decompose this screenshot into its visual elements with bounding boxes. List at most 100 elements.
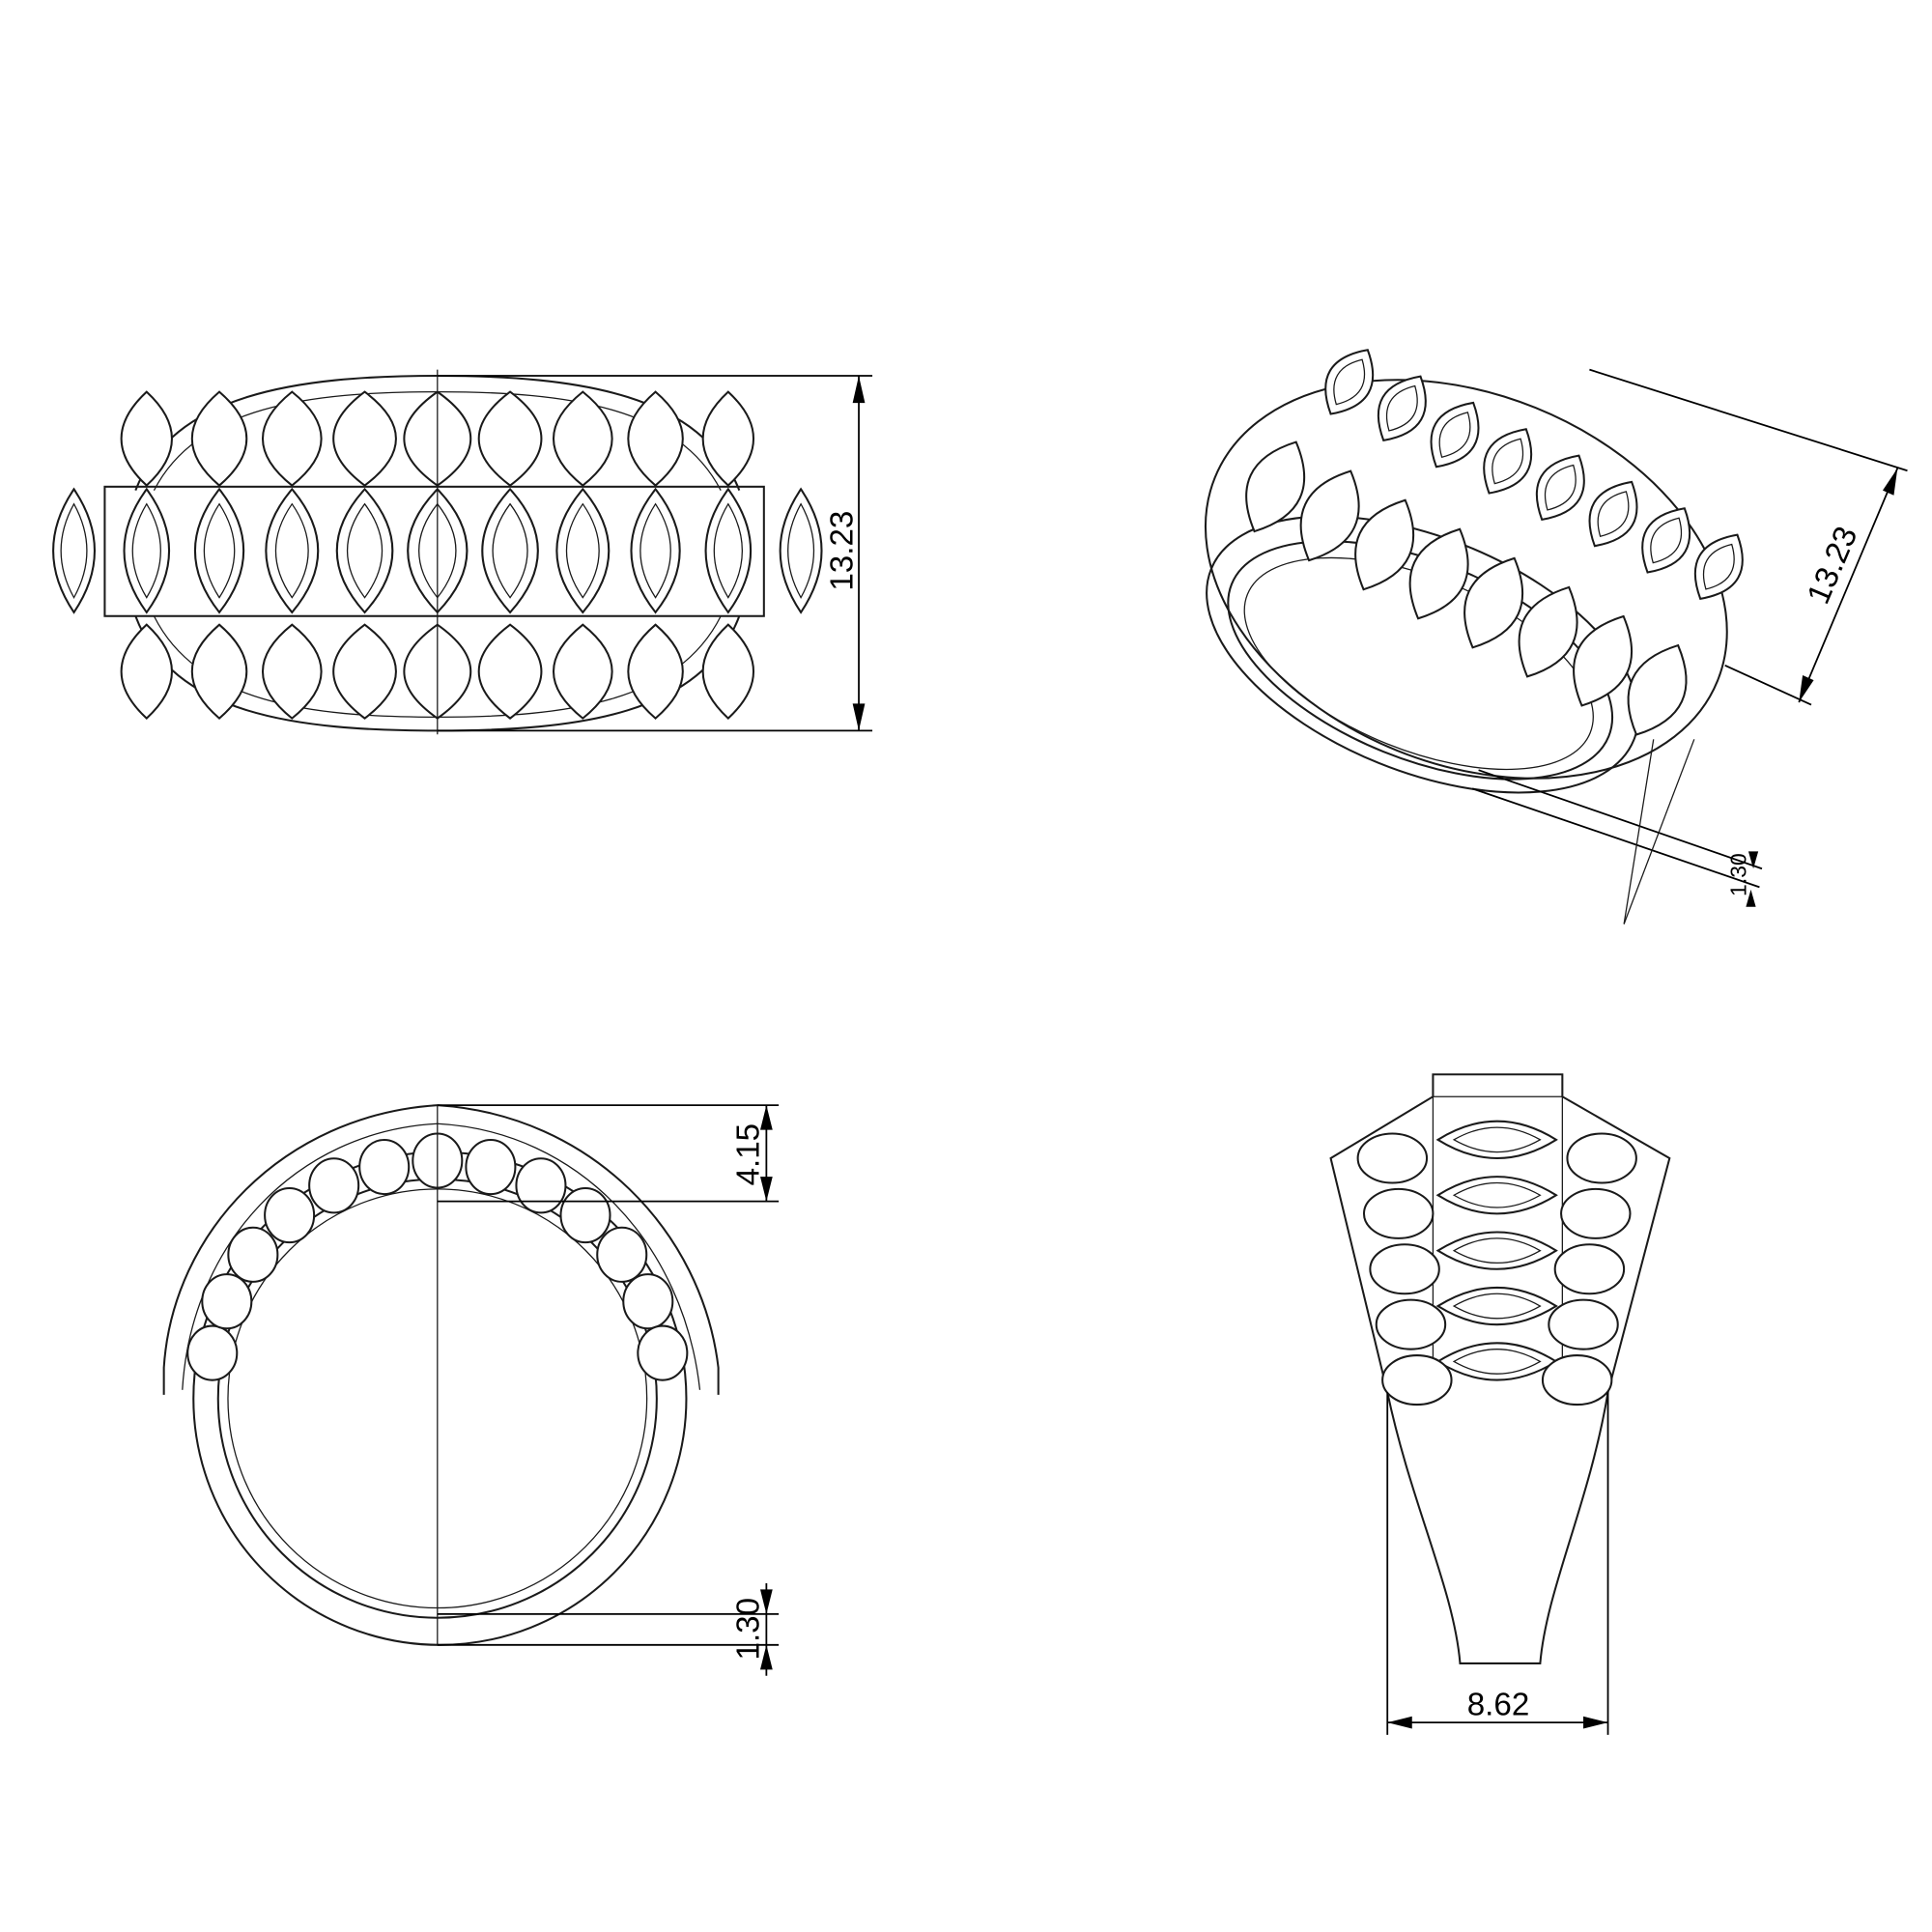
- persp-marquise-stone: [1650, 517, 1683, 564]
- end-leaf-rows: [1356, 1120, 1637, 1406]
- front-marquise-setting: [335, 487, 394, 614]
- front-marquise-stone: [347, 502, 384, 599]
- front-center-band: [103, 485, 765, 617]
- end-leaf-left: [1369, 1243, 1440, 1295]
- front-marquise-setting: [555, 487, 611, 614]
- front-marquise-stone: [639, 502, 671, 599]
- persp-ext-thick-2: [1471, 787, 1760, 889]
- end-arrow-right: [1583, 1716, 1608, 1729]
- persp-outer-dome: [1204, 379, 1728, 780]
- front-marquise-setting: [123, 487, 170, 614]
- persp-marquise-setting: [1588, 480, 1638, 548]
- persp-marquise-setting: [1535, 454, 1585, 522]
- end-leaf-right: [1548, 1298, 1619, 1350]
- front-arrow-top: [852, 376, 866, 404]
- end-marquise-stone: [1452, 1126, 1542, 1153]
- end-leaf-right: [1566, 1132, 1637, 1184]
- front-leaf-bottom: [701, 623, 755, 721]
- persp-marquise-stone: [1492, 438, 1524, 485]
- persp-ext-bottom: [1724, 664, 1812, 706]
- persp-marquise-stone: [1385, 384, 1418, 432]
- front-marquise-setting: [265, 487, 320, 614]
- end-marquise-stone: [1452, 1237, 1542, 1264]
- front-leaf-top: [261, 390, 323, 487]
- persp-marquise-setting: [1377, 375, 1427, 442]
- front-leaf-top: [120, 390, 173, 487]
- front-height-label: 13.23: [825, 511, 861, 591]
- persp-marquise-stone: [1544, 464, 1577, 511]
- side-shank-label: 1.30: [731, 1598, 767, 1661]
- front-marquise-setting: [704, 487, 752, 614]
- persp-leaf: [1518, 585, 1578, 678]
- side-leaf: [637, 1324, 689, 1381]
- front-leaf-bottom: [190, 623, 248, 720]
- end-marquise-setting: [1435, 1120, 1558, 1159]
- persp-marquise-stone: [1333, 358, 1366, 406]
- front-marquise-setting: [481, 487, 539, 614]
- front-marquise-setting: [630, 487, 681, 614]
- end-leaf-right: [1553, 1243, 1626, 1295]
- end-outline: [1329, 1073, 1671, 1664]
- persp-marquise-setting: [1693, 533, 1744, 601]
- side-leaf: [596, 1226, 648, 1283]
- end-leaf-left: [1381, 1354, 1453, 1406]
- end-marquise-stone: [1452, 1293, 1542, 1320]
- front-leaf-top: [552, 390, 613, 487]
- end-marquise-setting: [1435, 1231, 1558, 1270]
- front-leaf-top: [627, 390, 684, 487]
- persp-construct-2: [1623, 739, 1695, 924]
- front-leaf-bottom: [627, 623, 684, 720]
- front-leaf-top: [477, 390, 543, 487]
- side-dome-label: 4.15: [731, 1123, 767, 1186]
- front-marquise-stone: [60, 502, 88, 599]
- persp-leaf: [1354, 498, 1415, 591]
- front-leaf-top: [701, 390, 755, 487]
- side-leaf: [358, 1138, 411, 1196]
- front-marquise-stone: [565, 502, 600, 599]
- front-leaf-top: [190, 390, 248, 487]
- front-leaf-bottom: [261, 623, 323, 720]
- front-marquise-stone: [274, 502, 309, 599]
- end-marquise-setting: [1435, 1176, 1558, 1215]
- front-arrow-bottom: [852, 703, 866, 731]
- side-leaf: [559, 1186, 611, 1244]
- end-marquise-stone: [1452, 1181, 1542, 1208]
- end-width-label: 8.62: [1467, 1688, 1530, 1723]
- front-leaf-bottom: [552, 623, 613, 720]
- persp-marquise-stone: [1597, 491, 1630, 538]
- side-leaf: [515, 1157, 567, 1214]
- persp-leaf-rows: [1245, 349, 1744, 736]
- persp-ext-thick-1: [1478, 769, 1763, 870]
- persp-marquise-stone: [1702, 543, 1735, 590]
- side-arrow-dome-bottom: [759, 1177, 773, 1202]
- side-leaf: [201, 1273, 253, 1330]
- persp-construct-1: [1623, 739, 1655, 924]
- side-leaf: [308, 1157, 360, 1214]
- persp-leaf: [1299, 469, 1360, 562]
- front-leaf-top: [332, 390, 397, 487]
- side-leaf: [186, 1324, 239, 1381]
- persp-marquise-setting: [1641, 507, 1691, 574]
- end-leaf-left: [1362, 1187, 1435, 1239]
- front-marquise-stone: [713, 502, 743, 599]
- persp-leaf: [1627, 643, 1688, 736]
- side-arrow-shank-bottom: [759, 1644, 773, 1670]
- end-leaf-right: [1560, 1187, 1632, 1239]
- side-view: 4.15 1.30: [162, 1104, 780, 1676]
- side-arrow-dome-top: [759, 1105, 773, 1130]
- front-view: 13.23: [52, 369, 873, 735]
- side-leaf: [227, 1226, 279, 1283]
- front-marquise-setting: [194, 487, 245, 614]
- perspective-view: 13.23 1.30: [1204, 349, 1908, 924]
- front-leaf-bottom: [477, 623, 543, 720]
- persp-ext-top: [1589, 368, 1908, 472]
- front-marquise-stone: [787, 502, 815, 599]
- end-leaf-left: [1375, 1298, 1447, 1350]
- end-marquise-stone: [1452, 1349, 1542, 1375]
- front-marquise-stone: [203, 502, 236, 599]
- persp-dim-line: [1798, 468, 1899, 703]
- front-marquise-setting: [52, 487, 96, 614]
- side-leaf: [264, 1186, 316, 1244]
- persp-leaf: [1408, 527, 1469, 620]
